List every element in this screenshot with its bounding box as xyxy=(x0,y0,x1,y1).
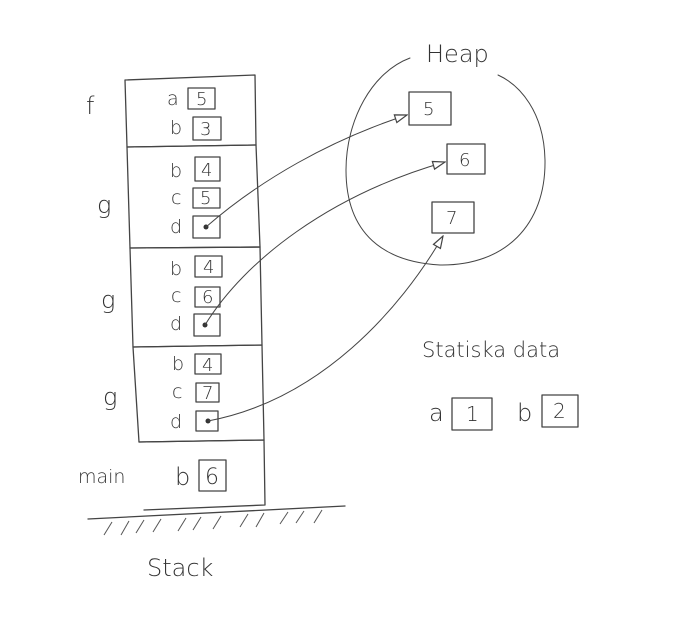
var-label: a xyxy=(167,88,179,110)
var-cell xyxy=(192,187,221,209)
frame-label-main: main xyxy=(78,466,125,488)
var-cell xyxy=(194,255,223,278)
var-label: b xyxy=(172,353,184,375)
pointer-arrow-to-5 xyxy=(205,115,407,228)
static-var-label: b xyxy=(517,399,532,427)
var-value: 5 xyxy=(200,188,211,209)
heap-object-6 xyxy=(446,143,486,175)
heap-object-value: 5 xyxy=(423,99,434,120)
var-label: c xyxy=(172,381,182,403)
static-var-cell xyxy=(451,397,493,431)
var-value: 5 xyxy=(196,89,207,110)
static-data-title: Statiska data xyxy=(422,338,560,362)
var-label: b xyxy=(170,160,182,182)
var-label: d xyxy=(170,411,182,433)
stack-frame-f: a 5 b 3 xyxy=(167,87,222,141)
var-label: b xyxy=(170,258,182,280)
stack-frame-g2: b 4 c 6 d xyxy=(170,255,223,337)
heap-object-value: 7 xyxy=(446,208,457,229)
static-var-value: 2 xyxy=(553,399,566,423)
var-value: 4 xyxy=(203,257,214,278)
var-value: 7 xyxy=(202,383,213,404)
pointer-cell xyxy=(193,313,221,337)
static-var-label: a xyxy=(429,399,444,427)
var-cell xyxy=(195,382,220,403)
frame-label-f: f xyxy=(86,92,95,120)
var-value: 4 xyxy=(202,355,213,376)
var-value: 6 xyxy=(202,287,213,308)
var-label: d xyxy=(170,216,182,238)
frame-label-g2: g xyxy=(101,286,115,314)
heap-region: Heap 5 6 7 xyxy=(345,40,546,266)
var-cell xyxy=(198,459,227,492)
var-label: c xyxy=(171,187,181,209)
static-var-cell xyxy=(541,394,579,428)
var-cell xyxy=(187,87,216,110)
stack-frame-g3: b 4 c 7 d xyxy=(170,353,222,433)
var-cell xyxy=(192,116,222,141)
static-var-value: 1 xyxy=(466,402,479,426)
var-cell xyxy=(194,353,222,375)
var-label: d xyxy=(170,313,182,335)
stack-frame-main: b 6 xyxy=(175,459,227,492)
var-label: b xyxy=(170,117,182,139)
pointer-cell xyxy=(195,410,219,432)
pointer-arrow-to-6 xyxy=(204,162,445,326)
var-cell xyxy=(194,156,221,182)
stack-frame-g1: b 4 c 5 d xyxy=(170,156,221,239)
var-cell xyxy=(194,286,221,308)
heap-object-7 xyxy=(431,201,475,234)
var-value: 6 xyxy=(205,465,219,490)
pointer-arrow-to-7 xyxy=(207,236,443,422)
frame-label-g3: g xyxy=(103,383,117,411)
stack-title: Stack xyxy=(147,554,214,582)
var-value: 4 xyxy=(201,160,212,181)
heap-object-5 xyxy=(408,91,452,126)
var-label: c xyxy=(171,285,181,307)
var-label: b xyxy=(175,463,190,491)
heap-object-value: 6 xyxy=(459,150,470,171)
stack-column xyxy=(124,74,266,511)
stack-ground xyxy=(87,505,346,536)
static-data: Statiska data a 1 b 2 xyxy=(422,338,579,431)
var-value: 3 xyxy=(200,119,211,140)
frame-label-g1: g xyxy=(97,191,111,219)
heap-title: Heap xyxy=(426,40,489,68)
pointer-cell xyxy=(192,215,221,239)
